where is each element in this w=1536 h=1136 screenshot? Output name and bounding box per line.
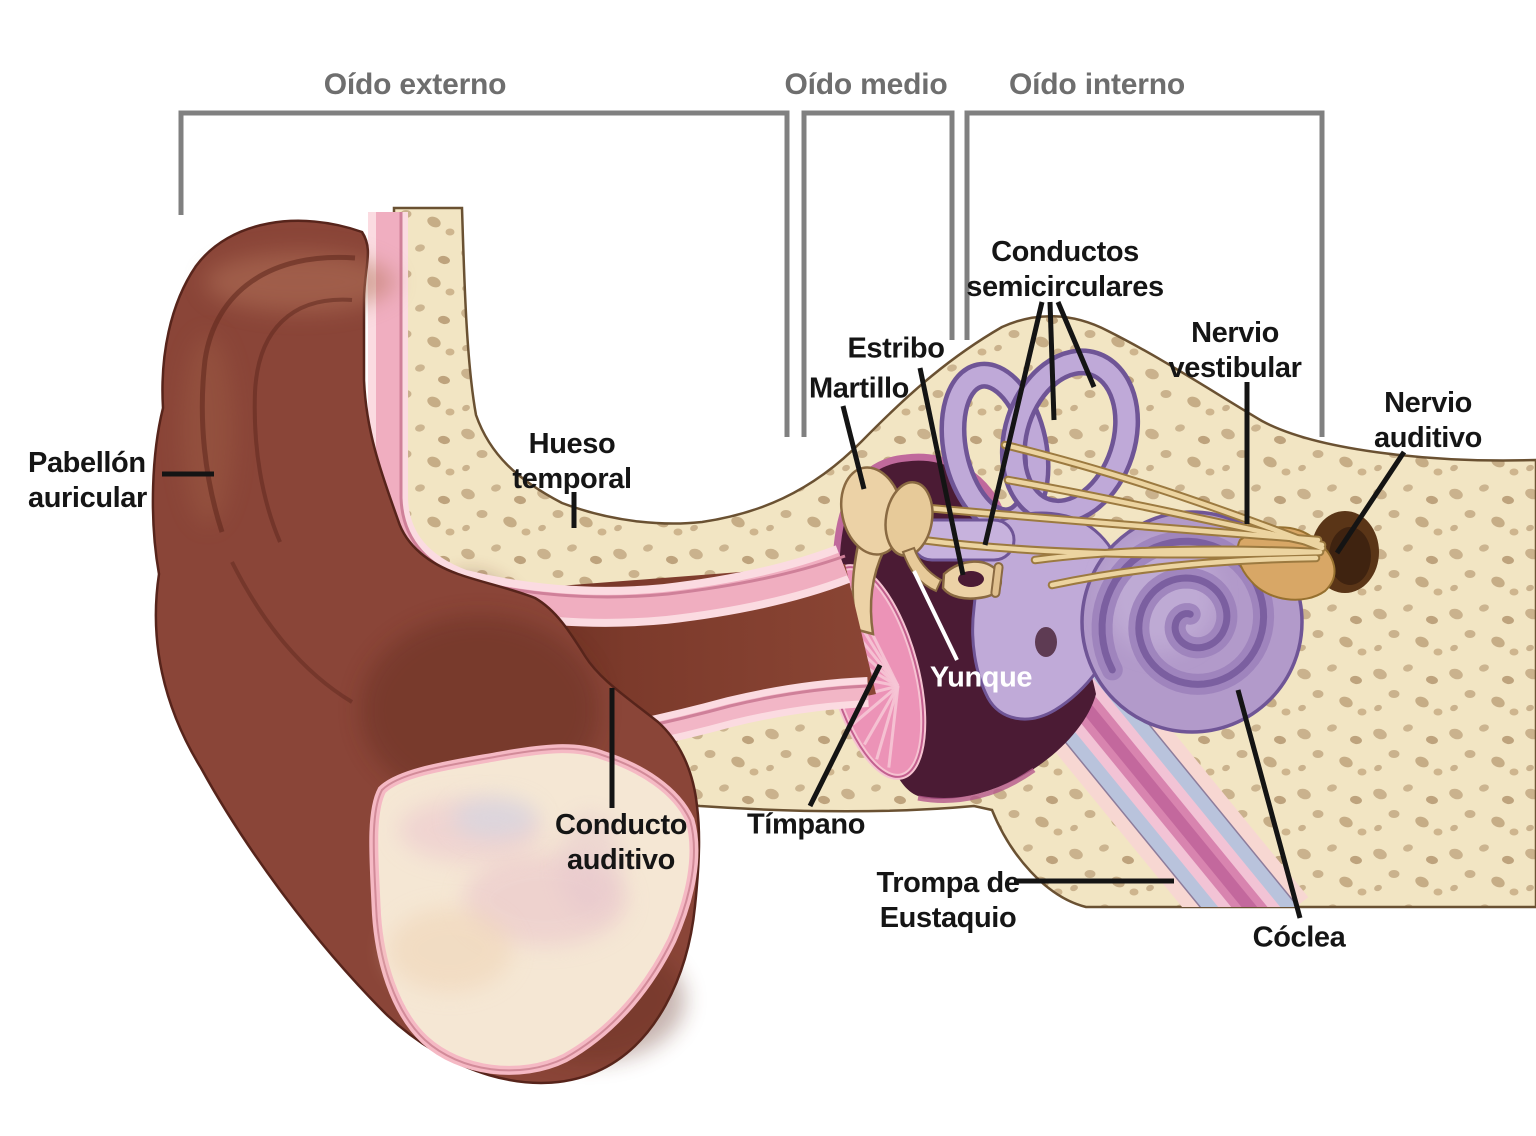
eustachian-tube (1021, 645, 1309, 907)
inner-ear (910, 348, 1379, 734)
label-timpano: Tímpano (746, 808, 866, 841)
section-title-oido-medio: Oído medio (784, 68, 948, 101)
leader-coclea (1235, 689, 1303, 919)
eardrum-streak (863, 685, 900, 746)
label-yunque: Yunque (929, 661, 1033, 694)
round-window (1035, 627, 1057, 657)
label-trompa-eustaquio: Trompa de Eustaquio (876, 867, 1020, 934)
eardrum-streak (887, 685, 900, 768)
section-title-oido-externo: Oído externo (323, 68, 507, 101)
ossicles (840, 466, 1004, 636)
incus-process (901, 546, 943, 593)
leader-semicircular-2 (1047, 301, 1057, 421)
label-martillo: Martillo (809, 372, 909, 405)
stapes-footplate (990, 562, 1004, 598)
bracket-oido-interno (964, 110, 1325, 437)
label-hueso-temporal: Hueso temporal (512, 428, 632, 495)
bracket-oido-medio (801, 110, 955, 437)
semicircular-canals (939, 348, 1141, 535)
section-title-oido-interno: Oído interno (1009, 68, 1185, 101)
eardrum-streak (875, 685, 900, 760)
label-pabellon-auricular: Pabellón auricular (28, 447, 147, 514)
nerve-fiber-highlight (925, 505, 1321, 543)
leader-nervio-auditivo (1334, 450, 1407, 555)
nerve-fiber-highlight (1005, 477, 1325, 548)
stapes-arch-hole (958, 571, 984, 587)
leader-yunque (912, 570, 959, 661)
label-nervio-auditivo: Nervio auditivo (1374, 387, 1482, 454)
label-estribo: Estribo (847, 332, 945, 365)
nerve-fiber-highlight (1049, 555, 1319, 588)
eardrum-streak (851, 684, 899, 726)
leader-semicircular-3 (1055, 301, 1097, 388)
nerve-fiber-highlight (1002, 442, 1325, 551)
nerve-fibers (917, 440, 1327, 590)
incus-body (884, 481, 934, 557)
label-conductos-semicirculares: Conductos semicirculares (966, 236, 1164, 303)
label-coclea: Cóclea (1252, 921, 1346, 954)
leader-timpano (807, 663, 883, 808)
malleus-handle (851, 543, 886, 636)
bracket-oido-externo (178, 110, 790, 437)
leader-semicircular-1 (982, 301, 1045, 546)
leader-lines (162, 301, 1407, 919)
leader-estribo (917, 367, 966, 576)
label-conducto-auditivo: Conducto auditivo (554, 809, 688, 876)
section-brackets (178, 110, 1325, 437)
label-nervio-vestibular: Nervio vestibular (1168, 317, 1302, 384)
vestibule (971, 511, 1127, 721)
lobe-cartilage (369, 744, 699, 1075)
leader-martillo (840, 405, 867, 490)
nerve-fiber-highlight (1032, 547, 1321, 563)
